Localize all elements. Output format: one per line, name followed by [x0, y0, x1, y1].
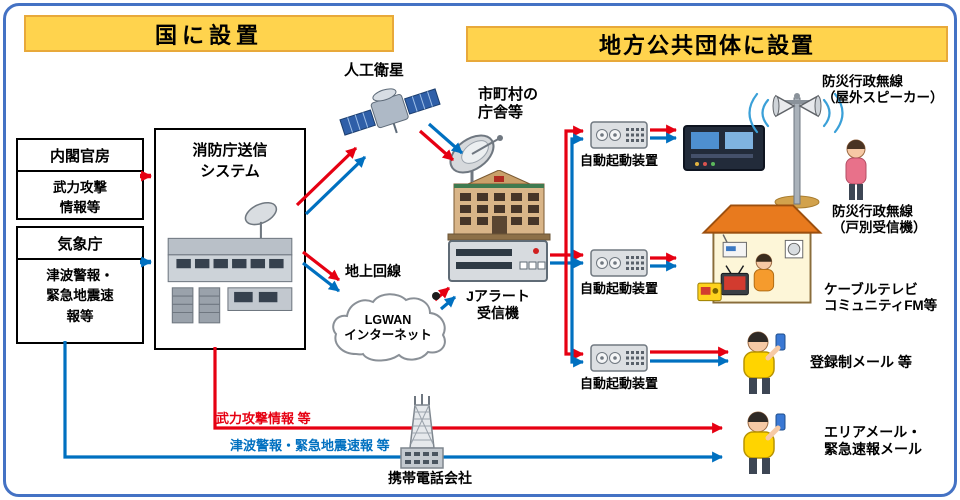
person-phone-icon	[743, 331, 786, 394]
activation-device-icon	[590, 249, 648, 277]
activation-device-label-2: 自動起動装置	[579, 281, 658, 296]
fdma-transmission-box: 消防庁送信 システム	[154, 128, 306, 350]
household-radio-label: 防災行政無線 （戸別受信機）	[832, 204, 927, 236]
person-listening-icon	[845, 139, 867, 200]
attack-info-flow-label: 武力攻撃情報 等	[216, 411, 311, 426]
mobile-tower-icon	[400, 394, 444, 469]
diagram-frame	[3, 3, 957, 497]
municipal-building-icon	[447, 170, 551, 241]
terrestrial-line-label: 地上回線	[345, 263, 401, 279]
header-municipal: 地方公共団体に設置	[466, 26, 948, 62]
municipal-office-label: 市町村の 庁舎等	[478, 86, 539, 122]
fdma-title: 消防庁送信 システム	[192, 142, 268, 180]
lgwan-label: LGWAN インターネット	[344, 313, 432, 343]
registered-mail-label: 登録制メール 等	[810, 354, 912, 370]
outdoor-radio-label: 防災行政無線 （屋外スピーカー）	[822, 74, 944, 106]
jma-title: 気象庁	[18, 228, 142, 260]
satellite-dish-icon	[449, 134, 503, 182]
jalert-receiver-icon	[448, 240, 548, 282]
outdoor-speaker-icon	[772, 93, 822, 209]
activation-device-label-1: 自動起動装置	[579, 153, 658, 168]
cable-tv-label: ケーブルテレビ コミュニティFM等	[824, 282, 938, 314]
area-mail-label: エリアメール・ 緊急速報メール	[824, 424, 922, 458]
jalert-receiver-label: Jアラート 受信機	[466, 288, 530, 322]
mobile-company-label: 携帯電話会社	[388, 470, 472, 486]
cabinet-office-desc: 武力攻撃 情報等	[53, 180, 107, 216]
jma-box: 気象庁 津波警報・ 緊急地震速 報等	[16, 226, 144, 344]
cabinet-office-box: 内閣官房 武力攻撃 情報等	[16, 138, 144, 220]
activation-device-icon	[590, 121, 648, 149]
cabinet-office-title: 内閣官房	[18, 140, 142, 172]
header-national: 国に設置	[24, 15, 394, 52]
satellite-label: 人工衛星	[344, 62, 405, 79]
jma-desc: 津波警報・ 緊急地震速 報等	[46, 268, 114, 324]
tsunami-info-flow-label: 津波警報・緊急地震速報 等	[230, 438, 390, 453]
transmission-system-icon	[167, 201, 293, 324]
person-phone-icon	[743, 411, 786, 474]
activation-device-label-3: 自動起動装置	[579, 376, 658, 391]
control-console-icon	[683, 125, 765, 171]
satellite-icon	[339, 88, 441, 136]
activation-device-icon	[590, 344, 648, 372]
house-icon	[697, 204, 823, 304]
